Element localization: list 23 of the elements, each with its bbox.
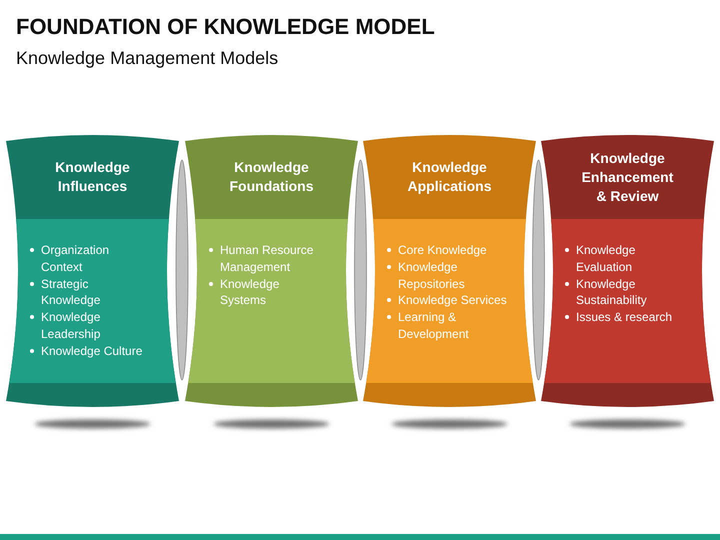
list-item: Strategic Knowledge (41, 276, 102, 310)
list-item: Core Knowledge (398, 242, 487, 259)
list-item: Knowledge Culture (41, 342, 142, 360)
column-heading: Knowledge Influences (54, 158, 131, 196)
list-item: Knowledge Systems (220, 276, 280, 310)
page-title: FOUNDATION OF KNOWLEDGE MODEL (16, 14, 435, 40)
list-item: Issues & research (576, 309, 672, 326)
list-item: Knowledge Evaluation (576, 242, 636, 276)
column-heading: Knowledge Applications (406, 158, 492, 196)
column-heading: Knowledge Foundations (228, 158, 314, 196)
list-item: Knowledge Repositories (398, 258, 466, 292)
column-panel (185, 135, 358, 407)
list-item: Knowledge Sustainability (576, 276, 648, 310)
list-item: Human Resource Management (220, 242, 314, 276)
column-panel (363, 135, 536, 407)
column-panel (6, 135, 179, 407)
list-item: Knowledge Services (398, 292, 507, 310)
list-item: Learning & Development (398, 309, 470, 343)
subtitle: Knowledge Management Models (16, 48, 278, 70)
list-item: Organization Context (41, 242, 110, 276)
column-heading: Knowledge Enhancement & Review (580, 148, 674, 206)
column-panel (541, 135, 714, 407)
list-item: Knowledge Leadership (41, 309, 102, 343)
